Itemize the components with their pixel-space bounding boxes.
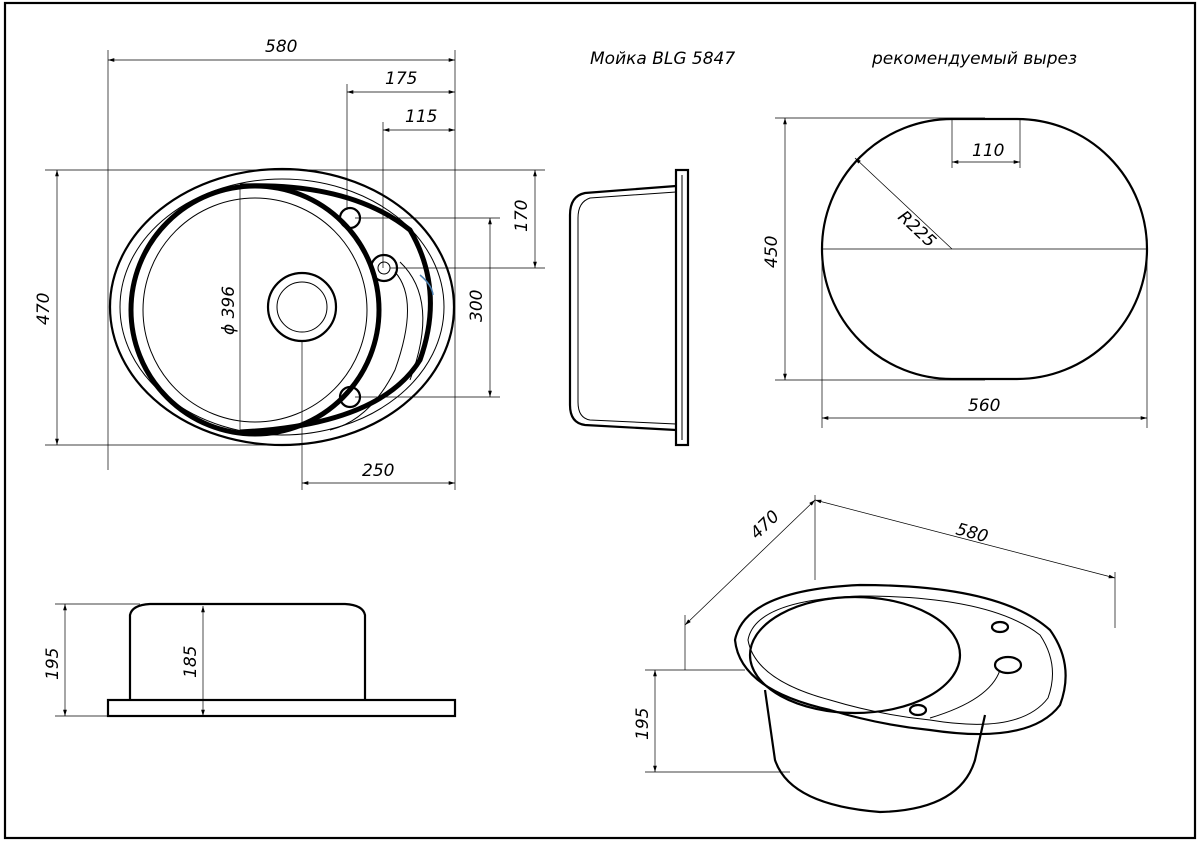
drain-outer: [266, 271, 338, 343]
drain-inner: [276, 281, 328, 333]
dim-250: 250: [362, 461, 394, 481]
dim-iso-470: 470: [747, 507, 784, 544]
cutout-outline: [820, 117, 1149, 381]
dim-110: 110: [972, 141, 1004, 161]
top-view: 580 175 115 170 300 470 ϕ 396 250: [34, 37, 545, 490]
side-view: [568, 168, 690, 447]
dim-300: 300: [467, 290, 487, 322]
dim-diameter-396: ϕ 396: [219, 286, 239, 335]
dim-width-580: 580: [265, 37, 297, 57]
front-view: 195 185: [43, 602, 457, 718]
dim-iso-580: 580: [954, 520, 991, 548]
cutout-view: R225 110 450 560: [762, 117, 1149, 428]
dim-height-470: 470: [34, 293, 54, 325]
dim-cutout-450: 450: [762, 236, 782, 268]
dim-radius: R225: [894, 207, 940, 252]
sink-title: Мойка BLG 5847: [590, 49, 735, 69]
drawing-border: [3, 1, 1197, 840]
bowl-outline: [128, 183, 382, 437]
sink-inner-rim: [119, 178, 445, 436]
cutout-title: рекомендуемый вырез: [871, 49, 1077, 69]
dim-bowl-185: 185: [181, 646, 201, 678]
dim-115: 115: [405, 107, 437, 127]
sink-outer-rim: [108, 167, 456, 447]
dim-total-195: 195: [43, 648, 63, 680]
bowl-inner: [142, 197, 368, 423]
dim-175: 175: [385, 69, 417, 89]
dim-iso-195: 195: [633, 708, 653, 740]
iso-view: 470 580 195: [633, 495, 1116, 814]
dim-cutout-560: 560: [968, 396, 1000, 416]
dim-170: 170: [512, 200, 532, 232]
drainboard-edge: [239, 183, 433, 435]
